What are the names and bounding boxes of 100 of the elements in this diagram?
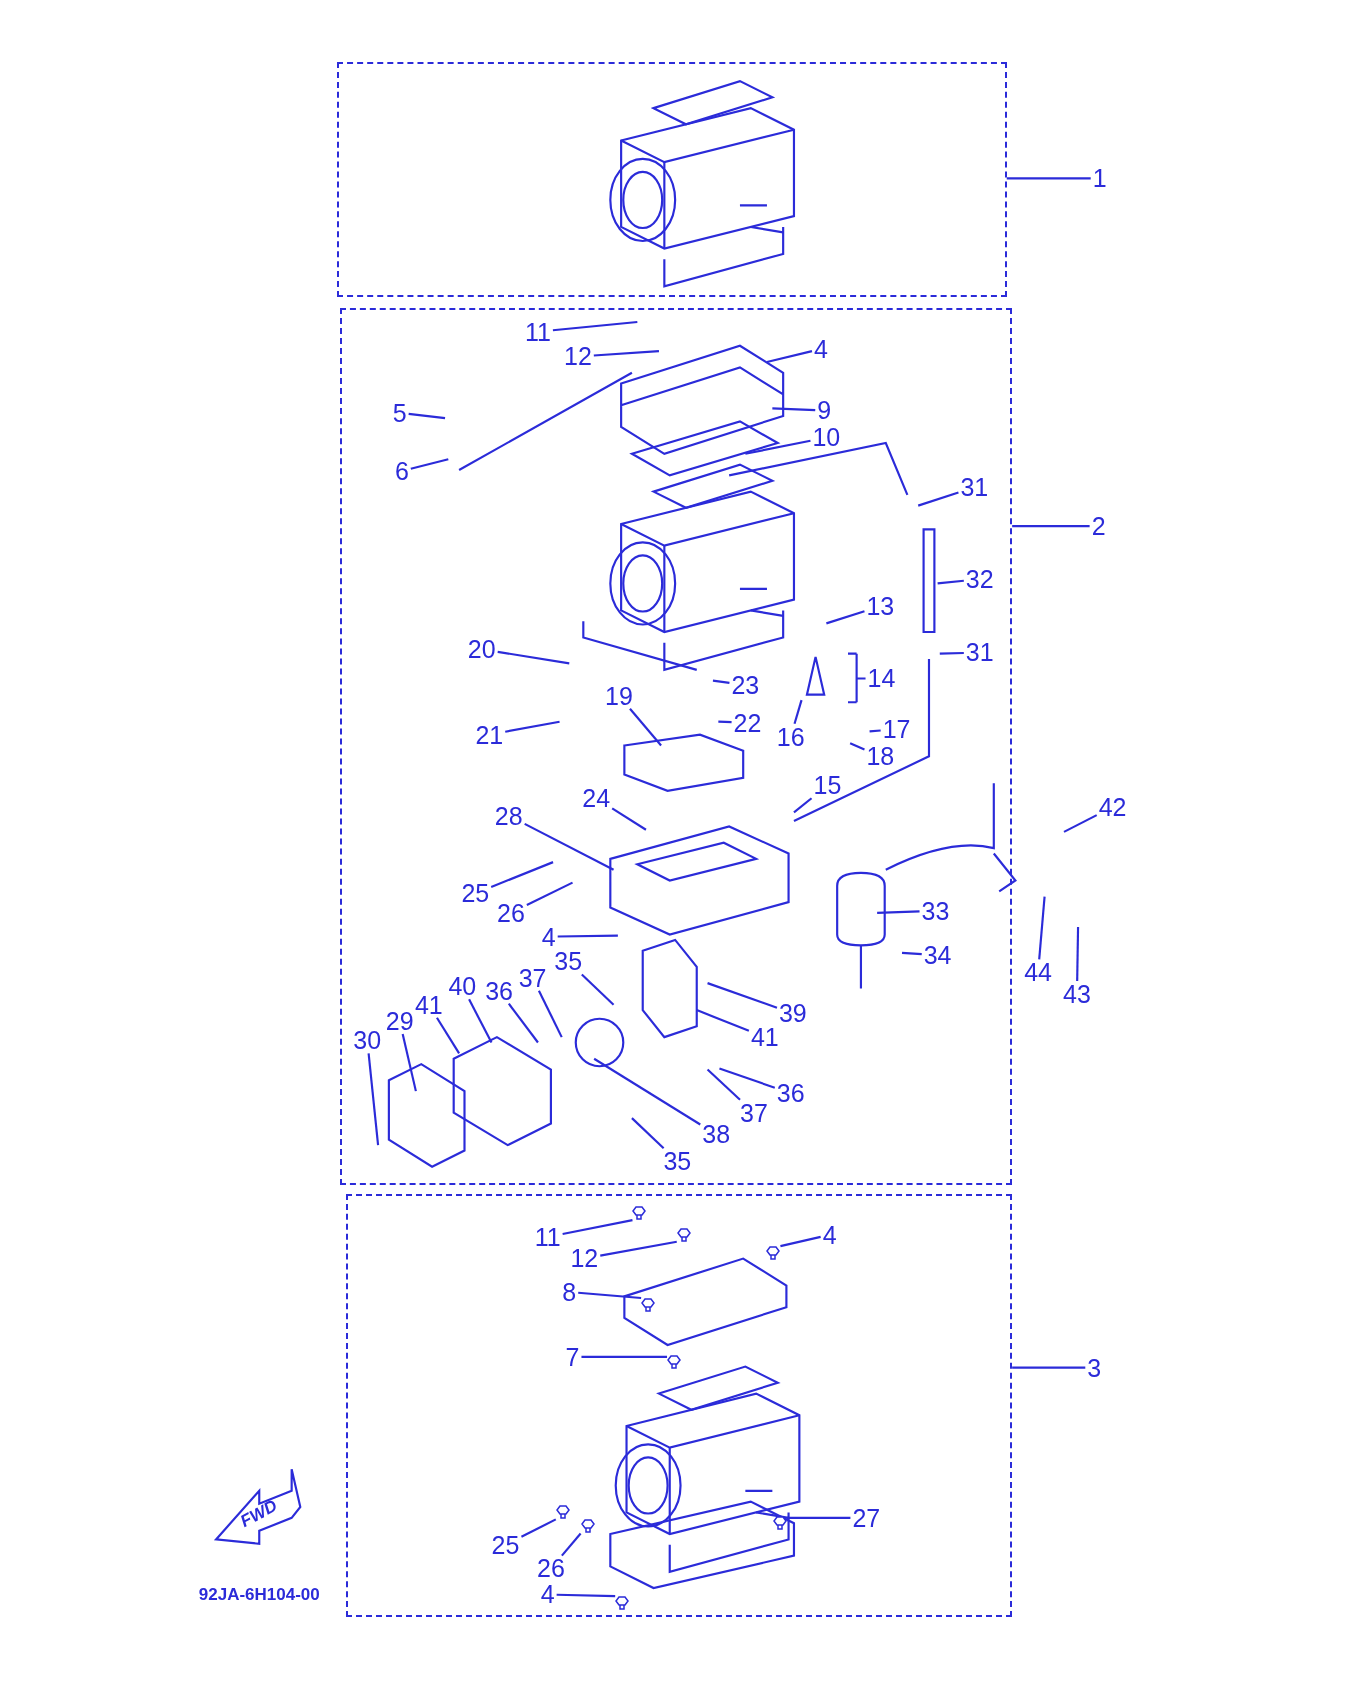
callout-number: 18 xyxy=(864,743,897,770)
direction-text: FWD xyxy=(237,1496,282,1533)
callout-number: 38 xyxy=(700,1121,733,1148)
leader-line xyxy=(937,579,964,585)
leader-line xyxy=(490,861,554,889)
leader-line xyxy=(1012,1366,1086,1369)
callout-number: 4 xyxy=(812,335,830,362)
leader-line xyxy=(745,439,811,455)
leader-line xyxy=(552,320,638,332)
leader-line xyxy=(706,1068,741,1101)
leader-line xyxy=(766,350,813,364)
leader-line xyxy=(507,1003,539,1044)
callout-number: 24 xyxy=(580,785,613,812)
leader-line xyxy=(780,1235,821,1248)
bolt-drawing xyxy=(772,1516,787,1531)
leader-line xyxy=(401,1033,417,1092)
dashed-frame xyxy=(345,1193,1013,1618)
leader-line xyxy=(611,807,647,831)
callout-number: 5 xyxy=(390,399,409,426)
leader-line xyxy=(436,1017,460,1054)
callout-number: 33 xyxy=(919,897,952,924)
leader-line xyxy=(1076,926,1080,981)
callout-number: 15 xyxy=(811,772,844,799)
callout-number: 23 xyxy=(729,671,762,698)
callout-number: 10 xyxy=(810,424,843,451)
callout-number: 26 xyxy=(535,1555,567,1582)
callout-number: 26 xyxy=(495,899,527,926)
callout-number: 22 xyxy=(731,709,764,736)
leader-line xyxy=(468,998,493,1043)
leader-line xyxy=(1012,525,1090,528)
leader-line xyxy=(1063,814,1098,833)
leader-line xyxy=(578,1291,642,1300)
callout-number: 31 xyxy=(958,474,991,501)
leader-line xyxy=(786,1516,851,1519)
leader-line xyxy=(877,910,920,914)
callout-number: 19 xyxy=(603,682,635,709)
leader-line xyxy=(712,679,730,684)
callout-number: 39 xyxy=(776,1000,809,1027)
callout-number: 40 xyxy=(446,973,479,1000)
leader-line xyxy=(581,1355,668,1358)
callout-number: 12 xyxy=(568,1245,601,1272)
callout-number: 4 xyxy=(538,1581,557,1608)
leader-line xyxy=(408,412,446,420)
callout-number: 11 xyxy=(522,318,553,345)
leader-line xyxy=(526,881,573,907)
callout-number: 37 xyxy=(516,964,549,991)
callout-number: 20 xyxy=(465,636,498,663)
leader-line xyxy=(849,742,865,751)
leader-line xyxy=(593,1057,701,1126)
leader-line xyxy=(593,350,659,357)
callout-number: 41 xyxy=(748,1024,781,1050)
leader-line xyxy=(410,458,449,470)
leader-line xyxy=(631,1117,665,1150)
callout-number: 35 xyxy=(661,1148,694,1175)
callout-number: 12 xyxy=(562,343,594,370)
callout-number: 44 xyxy=(1022,959,1054,986)
callout-number: 43 xyxy=(1061,980,1093,1007)
leader-line xyxy=(524,822,615,871)
leader-line xyxy=(1006,177,1091,180)
callout-number: 4 xyxy=(539,923,558,950)
callout-number: 31 xyxy=(963,639,996,666)
callout-number: 42 xyxy=(1096,793,1129,820)
bolt-drawing xyxy=(766,1246,781,1261)
leader-line xyxy=(557,934,618,938)
leader-line xyxy=(772,407,816,412)
callout-number: 34 xyxy=(921,941,954,968)
bolt-drawing xyxy=(641,1297,656,1312)
callout-number: 2 xyxy=(1089,513,1108,540)
leader-line xyxy=(367,1053,380,1146)
leader-line xyxy=(719,1067,776,1089)
leader-line xyxy=(505,720,560,733)
callout-number: 36 xyxy=(483,977,515,1004)
leader-line xyxy=(901,951,922,956)
leader-line xyxy=(1038,896,1046,960)
leader-line xyxy=(562,1219,633,1236)
leader-line xyxy=(869,729,881,733)
callout-number: 35 xyxy=(552,948,585,975)
callout-number: 9 xyxy=(815,397,834,424)
callout-number: 16 xyxy=(774,723,807,750)
leader-line xyxy=(600,1240,677,1257)
leader-line xyxy=(917,491,959,507)
bolt-drawing xyxy=(667,1355,682,1370)
callout-number: 4 xyxy=(820,1221,839,1248)
leader-line xyxy=(939,651,964,655)
callout-number: 6 xyxy=(392,457,411,484)
leader-line xyxy=(537,990,563,1038)
callout-number: 30 xyxy=(351,1027,384,1054)
leader-line xyxy=(561,1532,582,1557)
leader-line xyxy=(629,708,662,747)
callout-number: 1 xyxy=(1090,165,1109,192)
callout-number: 3 xyxy=(1085,1354,1104,1381)
callout-number: 14 xyxy=(865,665,898,692)
leader-line xyxy=(696,1009,750,1032)
dashed-frame xyxy=(337,61,1007,298)
callout-number: 37 xyxy=(738,1099,770,1126)
leader-line xyxy=(793,797,813,814)
leader-line xyxy=(581,973,615,1006)
leader-line xyxy=(718,720,732,724)
callout-number: 36 xyxy=(774,1080,807,1107)
bolt-drawing xyxy=(676,1227,691,1242)
